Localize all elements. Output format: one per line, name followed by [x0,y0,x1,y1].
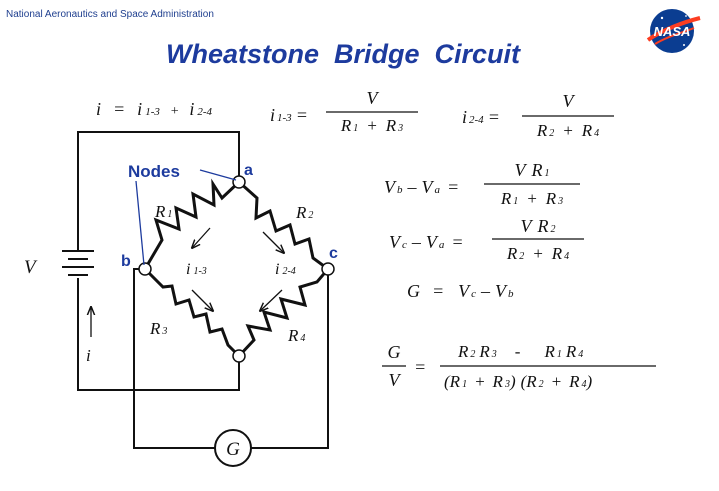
node-a-label: a [244,162,253,179]
svg-text:(R1+R3)(R2+R4): (R1+R3)(R2+R4) [444,372,593,391]
svg-text:V: V [563,91,576,111]
page-title: Wheatstone Bridge Circuit [166,39,521,69]
svg-text:V: V [389,370,402,390]
current-arrow-r1 [192,227,211,248]
svg-text:i1-3=: i1-3= [270,105,308,125]
svg-text:G: G [388,342,401,362]
svg-text:VR1: VR1 [515,160,550,180]
current-arrow-r2 [262,231,284,253]
current-arrow-r3 [191,289,213,311]
node-b-dot [138,262,152,276]
svg-text:=: = [414,357,426,377]
galvanometer-label: G [226,439,240,460]
galvanometer-symbol [214,429,252,467]
resistor-r2 [238,180,329,271]
node-bottom-dot [232,349,246,363]
agency-name: National Aeronautics and Space Administr… [6,9,214,20]
source-current-label: i [86,346,91,365]
svg-text:Vc–Va=: Vc–Va= [389,232,464,252]
resistor-r4 [237,268,330,358]
current-arrow-r4 [260,289,283,311]
svg-text:R1+R3: R1+R3 [500,189,563,208]
svg-text:V: V [367,88,380,108]
battery-symbol [62,250,94,276]
node-c-dot [321,262,335,276]
nodes-pointer-to-b [135,180,145,266]
svg-text:R2+R4: R2+R4 [536,121,599,140]
nodes-pointer-to-a [199,169,237,181]
node-a-dot [232,175,246,189]
svg-text:R1+R3: R1+R3 [340,116,403,135]
nasa-logo-text: NASA [654,24,691,39]
resistor-r1 [143,178,241,270]
nodes-label: Nodes [128,162,180,181]
node-b-label: b [121,253,131,270]
svg-text:VR2: VR2 [521,216,556,236]
nasa-logo: NASA [646,9,701,53]
svg-text:Vb–Va=: Vb–Va= [384,177,459,197]
node-c-label: c [329,245,338,262]
svg-text:i2-4=: i2-4= [462,107,500,127]
circuit-wires [77,131,329,449]
resistor-r3 [143,267,241,358]
battery-voltage-label: V [24,257,38,278]
svg-text:R2+R4: R2+R4 [506,244,569,263]
